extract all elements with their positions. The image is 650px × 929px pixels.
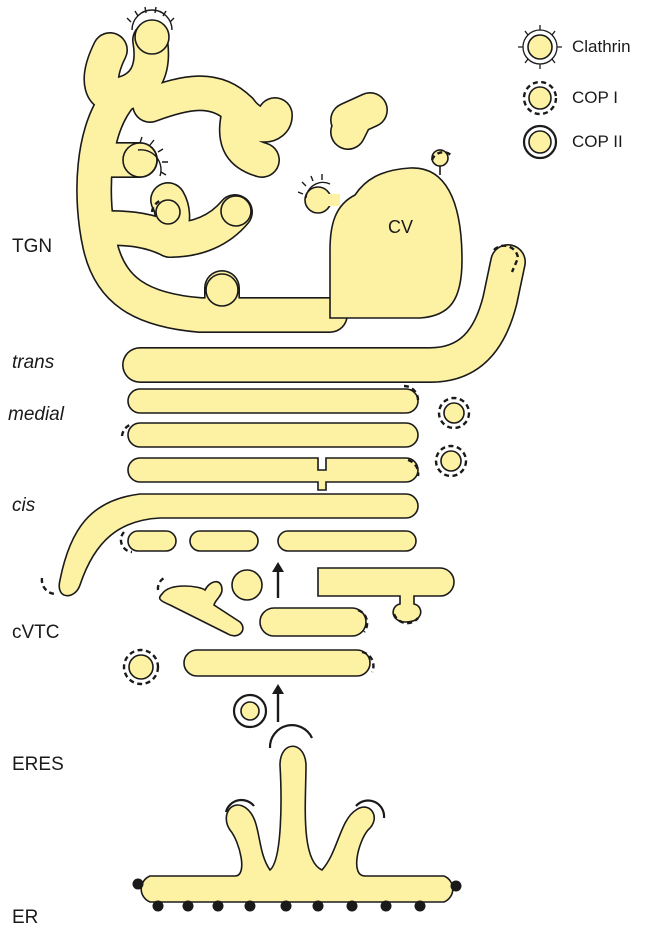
legend-copi-label: COP I — [572, 88, 618, 108]
cv-label: CV — [388, 217, 413, 238]
tgn-network — [94, 20, 370, 315]
copii-coat-icon — [524, 126, 556, 158]
trans-label: trans — [12, 352, 54, 374]
medial-cisterna-1 — [128, 389, 418, 413]
cvtc-label: cVTC — [12, 622, 60, 644]
medial-cisterna-3 — [128, 458, 418, 490]
er-and-eres — [133, 725, 462, 911]
eres-label: ERES — [12, 754, 64, 776]
cis-label: cis — [12, 495, 35, 517]
transport-arrows — [272, 562, 284, 722]
clathrin-coat-icon — [518, 25, 562, 69]
legend-icons — [518, 25, 562, 158]
golgi-stack — [59, 389, 418, 596]
medial-label: medial — [8, 404, 64, 426]
tgn-label: TGN — [12, 236, 52, 258]
copii-vesicle — [234, 695, 266, 727]
legend-copii-label: COP II — [572, 132, 623, 152]
cvtc-elements — [129, 568, 454, 679]
condensing-vacuole — [305, 150, 462, 318]
medial-cisterna-2 — [128, 423, 418, 447]
copi-coat-icon — [524, 82, 556, 114]
legend-clathrin-label: Clathrin — [572, 37, 631, 57]
